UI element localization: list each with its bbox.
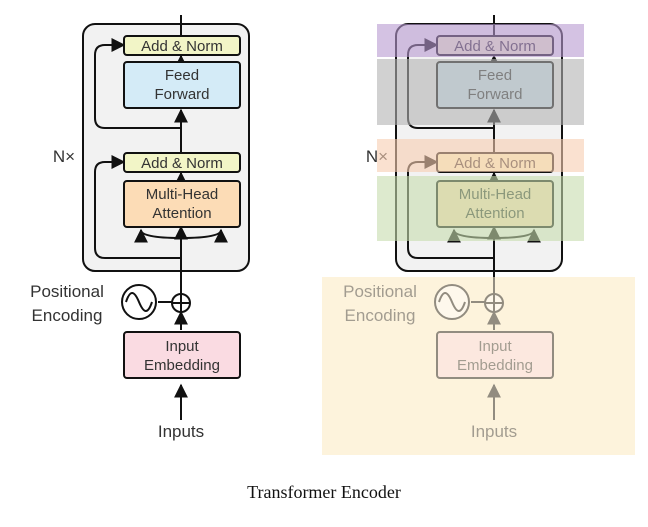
encoder-diagram-plain: Add & Norm Feed Forward Add & Norm Multi… [30,15,250,441]
add-norm-label-bottom: Add & Norm [141,155,223,172]
feed-forward-label-line1: Feed [165,67,199,84]
highlight-feed-forward [377,59,584,125]
encoder-diagram-highlighted: Add & Norm Feed Forward Add & Norm Multi… [322,15,635,455]
add-norm-box-bottom [123,152,241,173]
attention-label-line2: Attention [152,205,211,222]
highlight-add-norm-bottom [377,139,584,172]
input-embedding-box [123,331,241,379]
feed-forward-box [123,61,241,109]
inputs-label: Inputs [158,422,204,441]
attention-box [123,180,241,228]
add-norm-box-top [123,35,241,56]
highlight-attention [377,176,584,241]
add-norm-label-top: Add & Norm [141,38,223,55]
positional-encoding-label-line2: Encoding [32,306,103,325]
feed-forward-label-line2: Forward [154,86,209,103]
repeat-label: N× [53,147,75,166]
encoder-figures: Add & Norm Feed Forward Add & Norm Multi… [30,15,635,455]
figure-caption: Transformer Encoder [247,482,401,502]
attention-label-line1: Multi-Head [146,186,219,203]
highlight-add-norm-top [377,24,584,57]
encoder-connections [94,15,228,420]
positional-encoding-label-line1: Positional [30,282,104,301]
highlight-embedding-overlay [322,277,635,455]
input-embedding-label-line1: Input [165,338,199,355]
input-embedding-label-line2: Embedding [144,357,220,374]
